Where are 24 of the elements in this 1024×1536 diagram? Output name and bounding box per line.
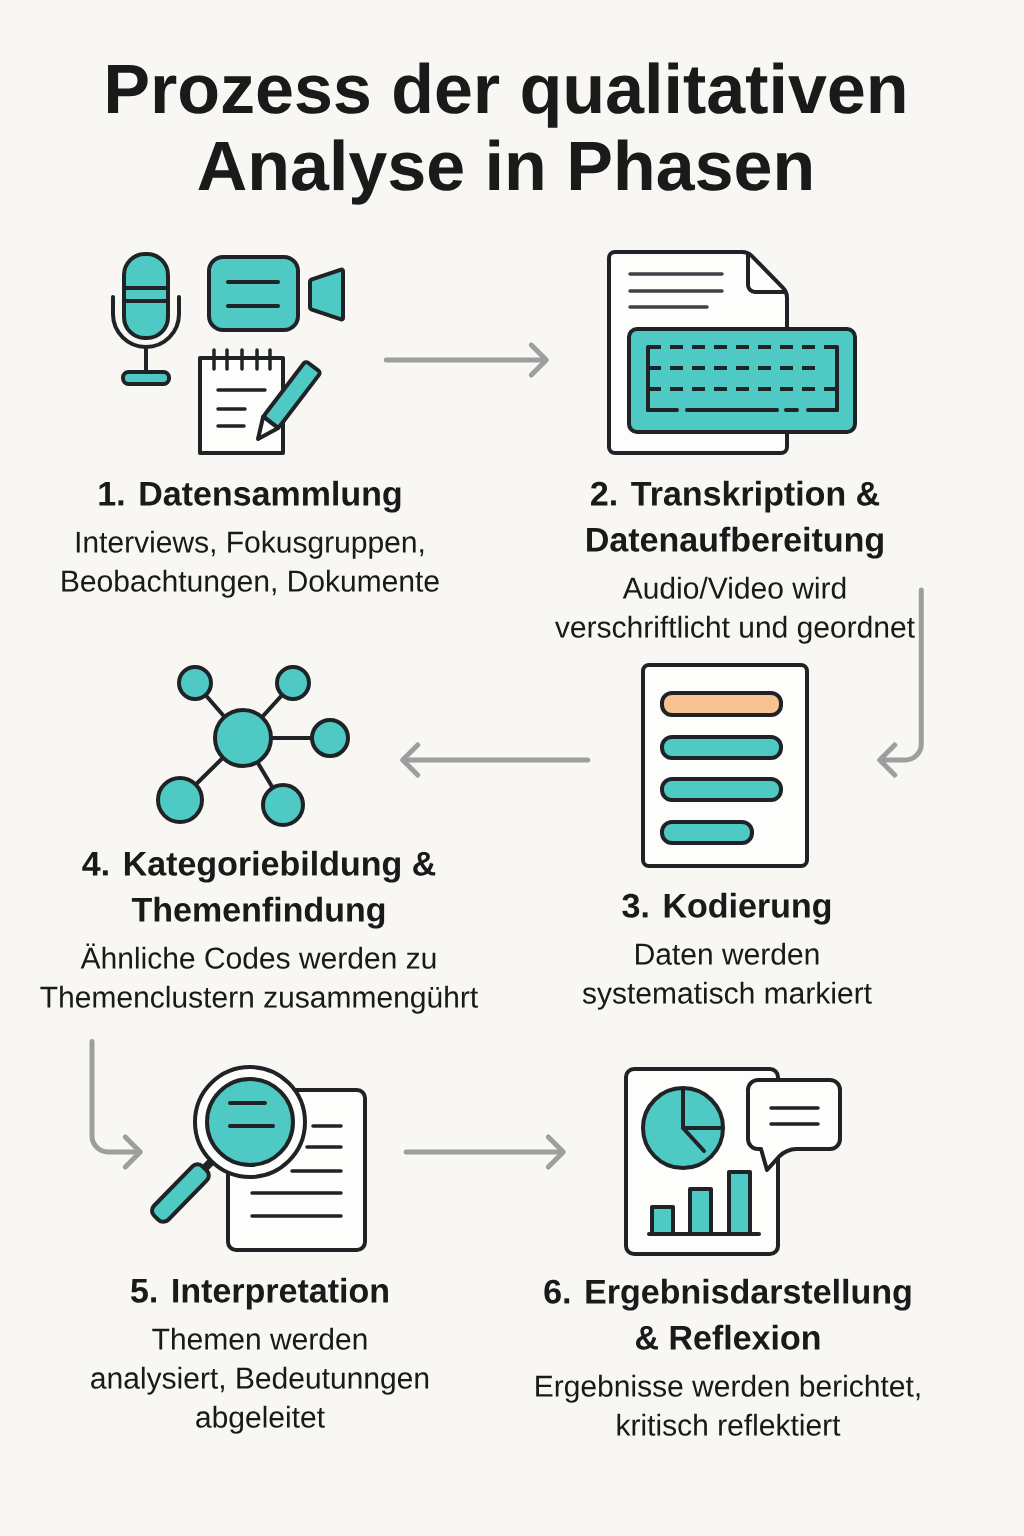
arrow — [877, 587, 924, 778]
arrow — [400, 742, 591, 778]
document-keyboard-icon — [607, 250, 857, 455]
phase-heading: 2. Transkription & Datenaufbereitung — [587, 480, 883, 559]
phase-description: Ergebnisse werden berichtet, kritisch reflektiert — [536, 1374, 920, 1436]
phase-heading: 6. Ergebnisdarstellung & Reflexion — [544, 1278, 911, 1350]
arrow — [383, 342, 549, 378]
phase-description: Interviews, Fokusgruppen, Beobachtungen, Dokumente — [62, 530, 439, 598]
phase-heading: 4. Kategoriebildung & Themenfindung — [82, 850, 436, 929]
phase-description: Audio/Video wird verschriftlicht und geordnet — [555, 576, 915, 644]
chart-report-icon — [624, 1067, 842, 1256]
phase-heading: 5. Interpretation — [131, 1277, 388, 1310]
highlighted-document-icon — [641, 663, 809, 868]
arrow — [89, 1038, 143, 1170]
magnifier-document-icon — [150, 1065, 367, 1252]
title: Prozess der qualitativen Analyse in Phasen — [108, 62, 905, 205]
phase-heading: 3. Kodierung — [622, 892, 831, 925]
microphone-camera-notepad-icon — [111, 252, 345, 455]
phase-heading: 1. Datensammlung — [99, 480, 401, 513]
phase-description: Daten werden systematisch markiert — [582, 942, 872, 1010]
arrow — [403, 1134, 566, 1170]
network-icon — [156, 665, 350, 827]
phase-description: Themen werden analysiert, Bedeutunngen abgeleitet — [91, 1327, 429, 1434]
phase-description: Ähnliche Codes werden zu Themenclustern zusammengührt — [40, 943, 478, 1014]
